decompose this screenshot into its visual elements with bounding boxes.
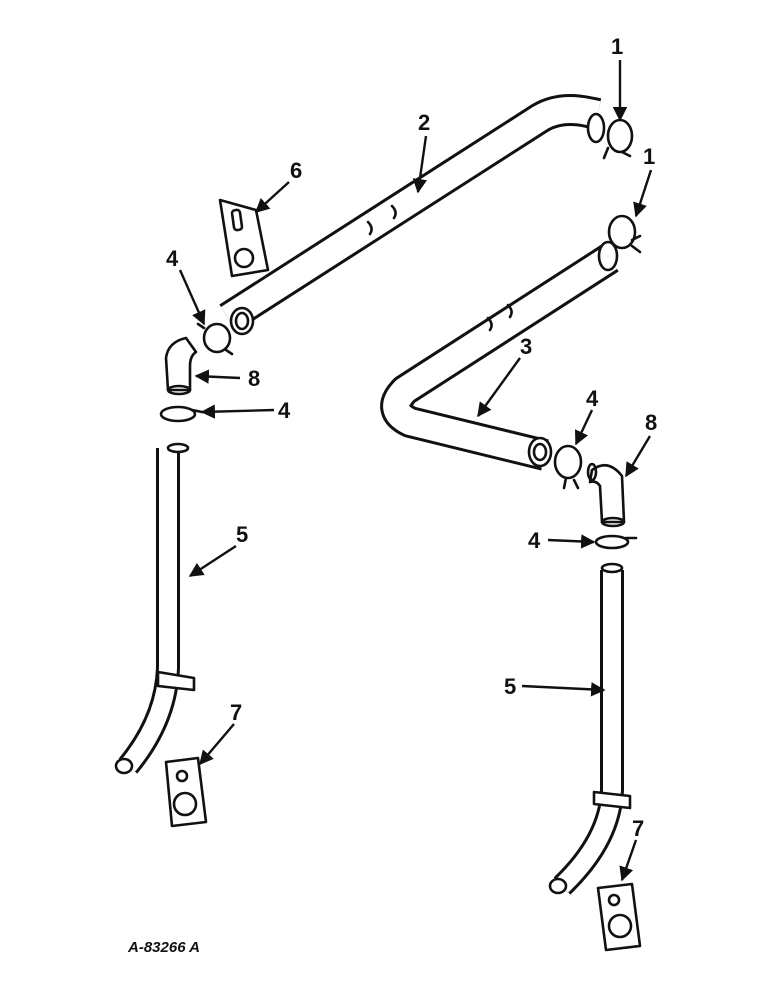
elbow-part-8-right xyxy=(586,462,626,528)
callout-2: 2 xyxy=(418,110,430,135)
callout-4-left-upper: 4 xyxy=(166,246,179,271)
callout-8-right: 8 xyxy=(645,410,657,435)
callout-7-right: 7 xyxy=(632,816,644,841)
tube-part-3 xyxy=(380,240,619,471)
clamp-part-1-upper xyxy=(602,118,634,160)
callout-labels: 1 1 2 3 4 4 4 4 5 5 6 7 7 8 8 xyxy=(166,34,657,841)
bracket-part-6 xyxy=(218,198,270,278)
elbow-part-8-left xyxy=(164,336,198,396)
callout-3: 3 xyxy=(520,334,532,359)
tube-part-2 xyxy=(219,94,606,336)
pipe-part-5-right xyxy=(548,562,632,895)
pipe-part-5-left xyxy=(114,442,196,775)
callout-4-right-lower: 4 xyxy=(528,528,541,553)
callout-5-left: 5 xyxy=(236,522,248,547)
leader-lines xyxy=(178,60,653,882)
clamp-part-4-right-upper xyxy=(553,444,583,490)
drawing-code: A-83266 A xyxy=(127,939,200,956)
clamp-part-4-left-upper xyxy=(196,322,234,356)
callout-1-upper: 1 xyxy=(611,34,623,59)
callout-1-lower: 1 xyxy=(643,144,655,169)
callout-6: 6 xyxy=(290,158,302,183)
callout-4-left-lower: 4 xyxy=(278,398,291,423)
clamp-part-4-left-lower xyxy=(159,405,204,423)
clamp-part-1-lower xyxy=(607,214,642,254)
callout-4-right-upper: 4 xyxy=(586,386,599,411)
bracket-part-7-left xyxy=(164,756,208,828)
bracket-part-7-right xyxy=(596,882,642,952)
callout-7-left: 7 xyxy=(230,700,242,725)
callout-8-left: 8 xyxy=(248,366,260,391)
clamp-part-4-right-lower xyxy=(594,534,638,550)
callout-5-right: 5 xyxy=(504,674,516,699)
